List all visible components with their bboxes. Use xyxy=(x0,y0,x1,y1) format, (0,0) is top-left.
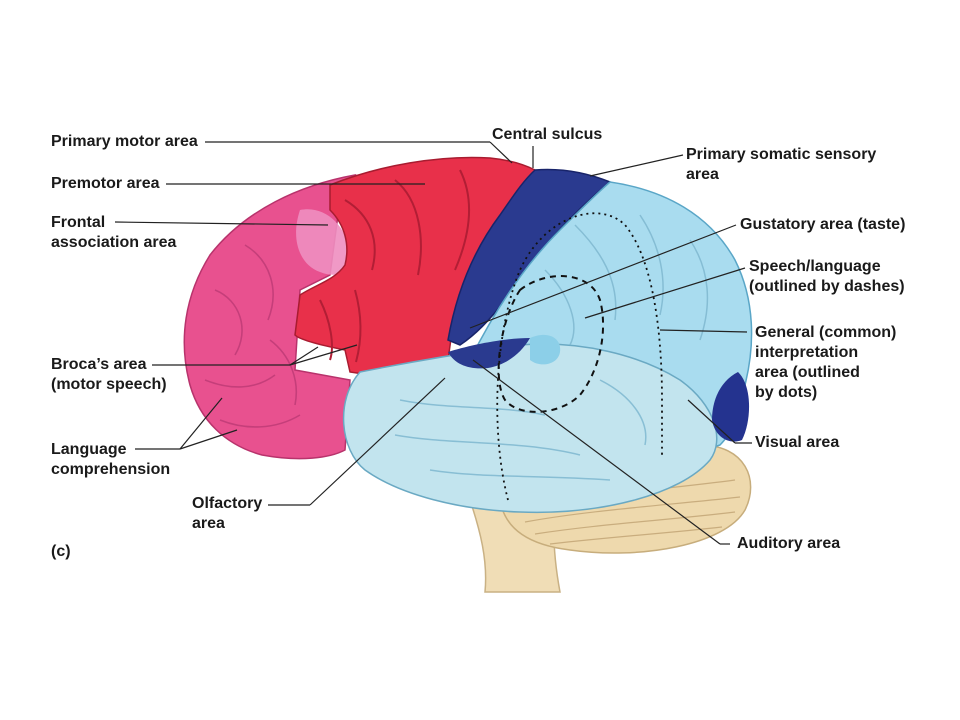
label-frontal-association-area: Frontal association area xyxy=(51,214,177,251)
motor-gyri xyxy=(319,169,470,363)
label-olfactory-area: Olfactory area xyxy=(192,495,263,532)
label-speech-language: Speech/language (outlined by dashes) xyxy=(749,258,905,295)
label-gustatory-area: Gustatory area (taste) xyxy=(740,216,906,233)
label-central-sulcus: Central sulcus xyxy=(492,126,603,143)
label-general-interpretation-area: General (common) interpretation area (ou… xyxy=(755,324,897,401)
frontal-gyri xyxy=(204,244,301,428)
frontal-light-patch xyxy=(296,209,351,275)
label-primary-motor-area: Primary motor area xyxy=(51,133,198,150)
visual-region xyxy=(712,372,750,442)
label-auditory-area: Auditory area xyxy=(737,535,841,552)
label-language-comprehension: Language comprehension xyxy=(51,441,171,478)
auditory-region xyxy=(448,338,530,369)
cortex-gyri xyxy=(394,214,709,481)
label-premotor-area: Premotor area xyxy=(51,175,160,192)
panel-label: (c) xyxy=(51,543,71,560)
label-visual-area: Visual area xyxy=(755,434,840,451)
gustatory-region xyxy=(530,334,561,365)
leader-lines xyxy=(114,141,752,545)
label-brocas-area: Broca’s area (motor speech) xyxy=(51,356,167,393)
label-primary-somatic-sensory-area: Primary somatic sensory area xyxy=(686,146,877,183)
